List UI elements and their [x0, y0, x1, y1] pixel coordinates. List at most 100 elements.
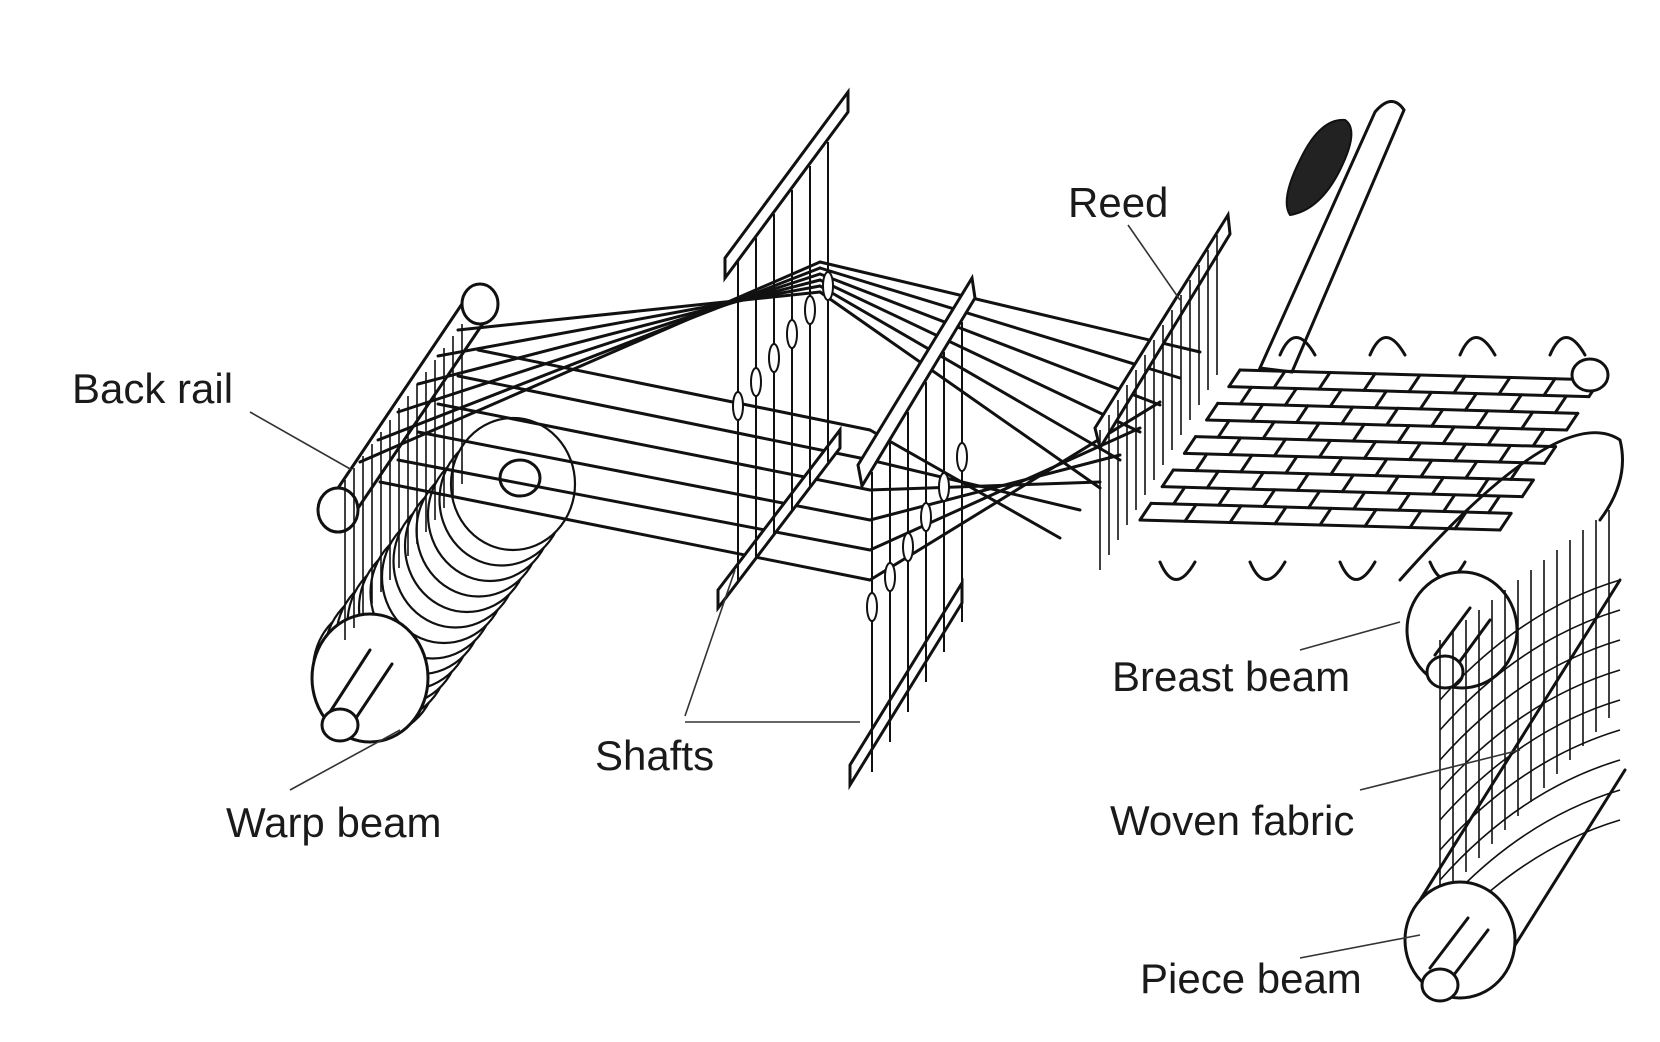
leader-warp-beam: [289, 729, 401, 791]
warp-over-weft: [1407, 373, 1422, 394]
warp-over-weft: [1407, 441, 1423, 462]
leader-breast-beam: [1299, 621, 1401, 651]
warp-thread-upper: [456, 290, 822, 332]
warp-over-weft: [1262, 488, 1277, 508]
warp-thread-lower-front: [868, 426, 1142, 552]
warp-over-weft: [1351, 422, 1366, 443]
warp-over-weft: [1160, 468, 1175, 489]
warp-thread-upper-front: [818, 260, 1202, 354]
shaft-2-heddles: [866, 322, 968, 772]
warp-over-weft: [1205, 401, 1220, 422]
warp-over-weft: [1553, 394, 1568, 415]
heddle-eye: [732, 391, 744, 421]
label-warp-beam: Warp beam: [226, 799, 442, 846]
warp-over-weft: [1430, 476, 1445, 496]
warp-over-weft: [1273, 505, 1288, 526]
shuttle: [1257, 100, 1406, 374]
warp-over-weft: [1238, 385, 1253, 406]
warp-over-weft: [1452, 442, 1468, 463]
warp-over-weft: [1318, 506, 1333, 527]
warp-over-weft: [1317, 371, 1332, 391]
warp-over-weft: [1520, 478, 1535, 499]
piece-fabric-weft: [1439, 729, 1621, 851]
label-woven-fabric: Woven fabric: [1110, 797, 1355, 844]
selvedge-loop-front: [1158, 560, 1197, 581]
warp-thread-lower: [456, 374, 872, 462]
warp-over-weft: [1419, 458, 1434, 479]
piece-fabric-weft: [1439, 579, 1621, 701]
warp-over-weft: [1486, 426, 1501, 447]
leader-woven-fabric: [1359, 749, 1521, 791]
warp-thread-lower: [378, 480, 872, 582]
warp-over-weft: [1498, 511, 1513, 532]
heddle-eye: [884, 562, 896, 592]
warp-over-weft: [1542, 445, 1558, 465]
warp-over-weft: [1442, 493, 1457, 513]
shaft-1-top-bar: [723, 87, 850, 283]
warp-over-weft: [1520, 410, 1535, 431]
back-rail: [316, 282, 500, 640]
warp-over-weft: [1497, 376, 1512, 396]
heddle-eye: [786, 319, 798, 349]
breast-beam-far-spindle: [1570, 357, 1610, 393]
heddle-eye: [866, 592, 878, 622]
piece-fabric-weft: [1439, 699, 1621, 821]
label-back-rail: Back rail: [72, 365, 234, 412]
warp-over-weft: [1463, 392, 1478, 412]
warp-over-weft: [1250, 471, 1265, 491]
warp-over-weft: [1239, 453, 1254, 474]
warp-thread-upper-front: [818, 266, 1182, 380]
warp-over-weft: [1295, 472, 1310, 492]
warp-over-weft: [1283, 387, 1298, 407]
selvedge-loop-back: [1368, 336, 1407, 357]
warp-thread-lower: [396, 458, 872, 552]
warp-over-weft: [1441, 425, 1456, 446]
warp-over-weft: [1329, 456, 1344, 476]
shaft-1-bottom-bar: [716, 425, 842, 613]
reed-dents: [1099, 235, 1218, 570]
warp-over-weft: [1475, 477, 1490, 497]
warp-beam-spindle: [320, 707, 360, 743]
leader-reed: [1127, 224, 1181, 301]
breast-beam-wrap-top: [1398, 431, 1624, 582]
heddle-eye: [804, 295, 816, 325]
warp-thread-lower-front: [868, 428, 1062, 540]
warp-over-weft: [1217, 487, 1232, 507]
warp-over-weft: [1227, 436, 1243, 457]
piece-fabric-weft: [1439, 609, 1621, 731]
woven-fabric: [1138, 336, 1602, 581]
warp-over-weft: [1362, 372, 1377, 392]
warp-over-weft: [1542, 377, 1557, 397]
warp-over-weft: [1430, 408, 1445, 428]
warp-over-weft: [1452, 374, 1467, 395]
warp-over-weft: [1531, 427, 1546, 448]
warp-over-weft: [1362, 440, 1378, 460]
warp-over-weft: [1373, 389, 1388, 410]
warp-over-weft: [1565, 411, 1580, 432]
heddle-eye: [750, 367, 762, 397]
leader-back-rail: [249, 411, 353, 471]
warp-over-weft: [1396, 424, 1411, 444]
warp-thread-upper: [358, 260, 822, 464]
leader-lines: [249, 224, 1521, 959]
warp-over-weft: [1228, 504, 1243, 524]
warp-over-weft: [1183, 503, 1198, 523]
selvedge-loop-back: [1458, 336, 1497, 357]
selvedge-loop-back: [1278, 336, 1317, 357]
warp-over-weft: [1216, 419, 1231, 439]
warp-over-weft: [1205, 469, 1220, 490]
heddle-eye: [938, 472, 950, 502]
reed: [1093, 210, 1232, 570]
selvedge-loop-front: [1248, 560, 1287, 581]
warp-beam-axle: [328, 648, 372, 714]
piece-beam: [1403, 510, 1627, 1003]
warp-over-weft: [1261, 420, 1276, 441]
heddle-eye: [920, 502, 932, 532]
shafts: [716, 87, 977, 791]
warp-over-weft: [1172, 485, 1187, 506]
warp-over-weft: [1284, 454, 1299, 475]
warp-over-weft: [1497, 443, 1513, 464]
leader-shafts-1: [684, 569, 736, 717]
